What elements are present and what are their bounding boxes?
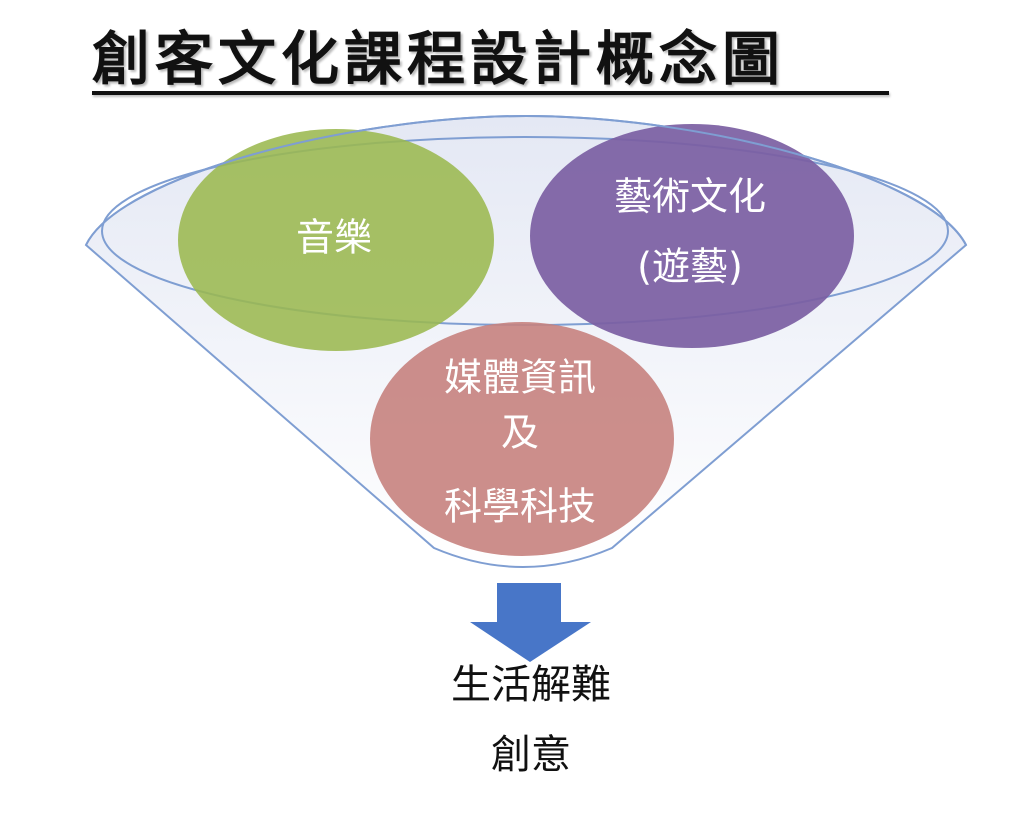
media-science-label-line3: 科學科技 <box>444 485 596 529</box>
title-underline <box>92 91 889 95</box>
art-culture-label-line1: 藝術文化 <box>614 175 766 219</box>
art-culture-label-line2: (遊藝) <box>637 245 743 289</box>
music-label: 音樂 <box>296 216 372 260</box>
page-title: 創客文化課程設計概念圖 <box>92 25 786 93</box>
music-circle <box>178 129 494 351</box>
outcome-line1: 生活解難 <box>451 662 611 708</box>
funnel-outer-rim <box>85 114 967 246</box>
outcome-line2: 創意 <box>491 732 571 778</box>
down-arrow-icon <box>470 583 591 662</box>
art-culture-circle <box>530 124 854 348</box>
media-science-label-line1: 媒體資訊 <box>444 356 596 400</box>
media-science-circle <box>370 322 674 556</box>
media-science-label-line2: 及 <box>501 411 539 455</box>
